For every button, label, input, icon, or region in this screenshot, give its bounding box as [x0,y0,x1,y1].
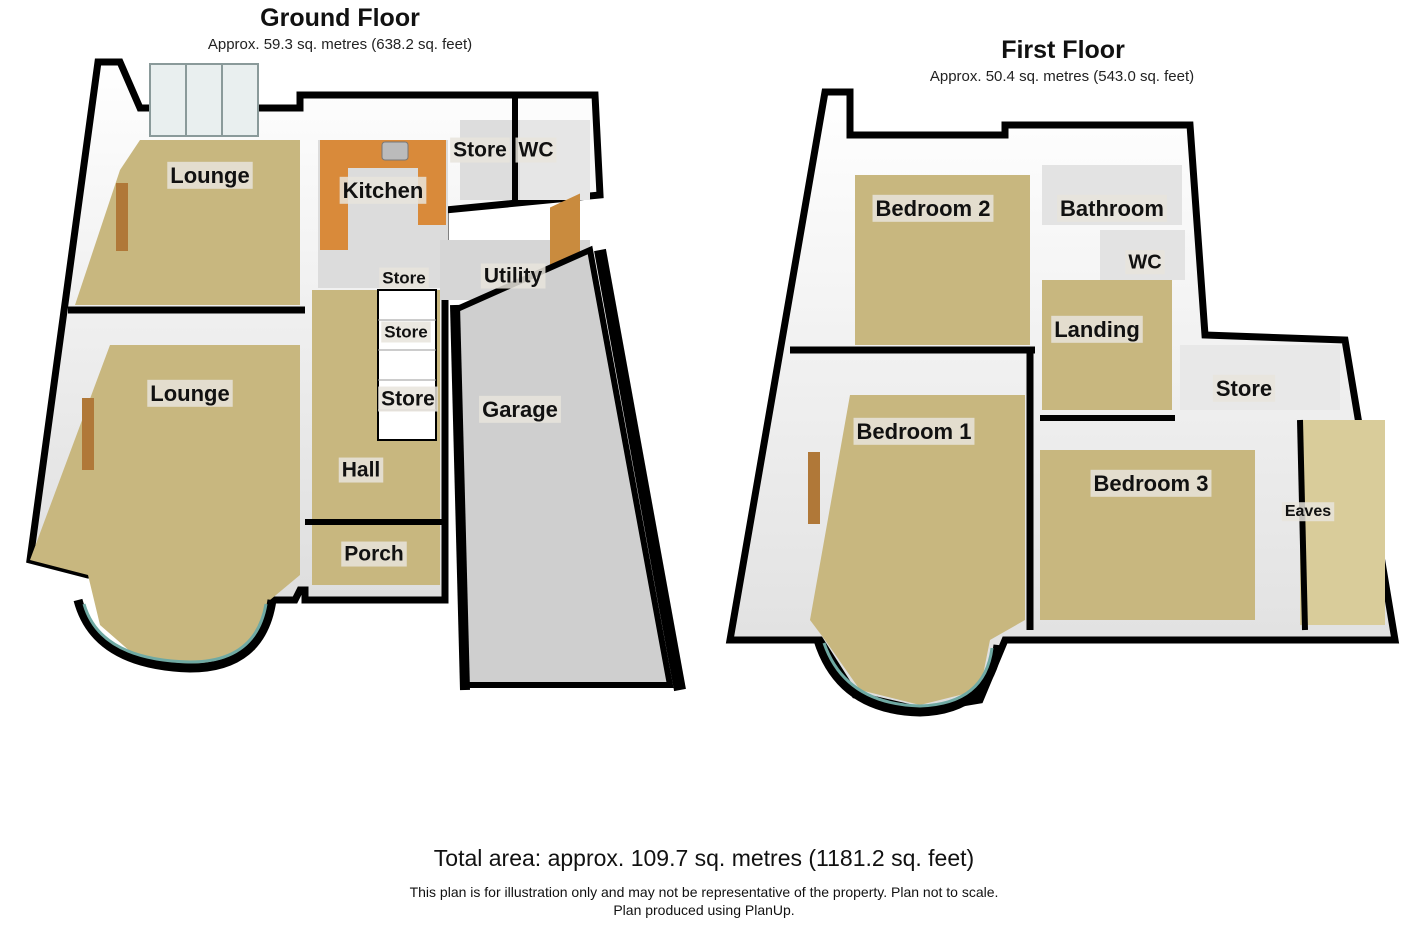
ground-room-label: Store [379,267,429,289]
first-room-label: Store [1212,374,1276,402]
ground-room-label: Porch [341,541,407,567]
ground-room-label: WC [515,137,557,163]
room-label-landing: Landing [1054,317,1140,342]
first-floor-title: First Floor [1001,36,1125,64]
ground-room-label: Store [450,137,510,163]
ground-floor-plan [26,58,686,692]
sink-icon [381,141,409,161]
first-floor-area: Approx. 50.4 sq. metres (543.0 sq. feet) [929,68,1195,85]
room-label-porch: Porch [344,543,404,566]
patio-door-window [149,63,259,137]
fireplace-lower [82,398,94,470]
ground-room-label: Lounge [147,379,233,407]
lounge-lower-floor [30,345,300,665]
first-room-label: Eaves [1281,502,1335,522]
bedroom-1-floor [810,395,1025,705]
total-area: Total area: approx. 109.7 sq. metres (11… [433,845,975,871]
landing-floor [1042,280,1172,410]
eaves-floor [1300,420,1385,625]
ground-room-label: Kitchen [339,176,427,204]
room-label-bedroom-1: Bedroom 1 [857,419,972,444]
room-label-eaves: Eaves [1285,503,1331,520]
room-label-bedroom-2: Bedroom 2 [876,196,991,221]
ground-room-label: Lounge [167,161,253,189]
disclaimer: This plan is for illustration only and m… [409,884,999,900]
room-label-wc: WC [519,139,554,162]
room-label-store: Store [381,388,435,411]
room-label-garage: Garage [482,397,558,422]
ground-floor-title: Ground Floor [260,4,420,32]
ground-room-label: Hall [338,457,384,483]
staircase [377,289,437,441]
first-room-label: Bedroom 3 [1090,469,1212,497]
room-label-kitchen: Kitchen [343,178,424,203]
first-room-label: Bathroom [1057,194,1167,222]
room-label-lounge: Lounge [150,381,229,406]
ground-room-label: Utility [480,263,546,289]
room-label-lounge: Lounge [170,163,249,188]
room-label-utility: Utility [484,265,543,288]
room-label-store: Store [1216,376,1272,401]
fireplace-upper [116,183,128,251]
ground-room-label: Garage [479,395,561,423]
room-label-bedroom-3: Bedroom 3 [1094,471,1209,496]
bay-window-bedroom-1 [813,638,1003,717]
ground-floor-area: Approx. 59.3 sq. metres (638.2 sq. feet) [207,36,473,53]
room-label-wc: WC [1128,251,1161,273]
first-room-label: Landing [1051,315,1143,343]
first-room-label: Bedroom 1 [853,417,975,445]
ground-room-label: Store [381,321,431,343]
room-label-store: Store [382,268,425,287]
first-floor-plan [725,88,1400,717]
ground-room-label: Store [378,386,438,412]
room-label-bathroom: Bathroom [1060,196,1164,221]
first-room-label: WC [1125,250,1165,275]
room-label-hall: Hall [342,459,381,482]
room-label-store: Store [384,322,427,341]
first-room-label: Bedroom 2 [872,194,994,222]
produced-by: Plan produced using PlanUp. [613,902,795,918]
fireplace-bedroom-1 [808,452,820,524]
room-label-store: Store [453,139,507,162]
bay-window-lower-lounge [73,598,277,673]
